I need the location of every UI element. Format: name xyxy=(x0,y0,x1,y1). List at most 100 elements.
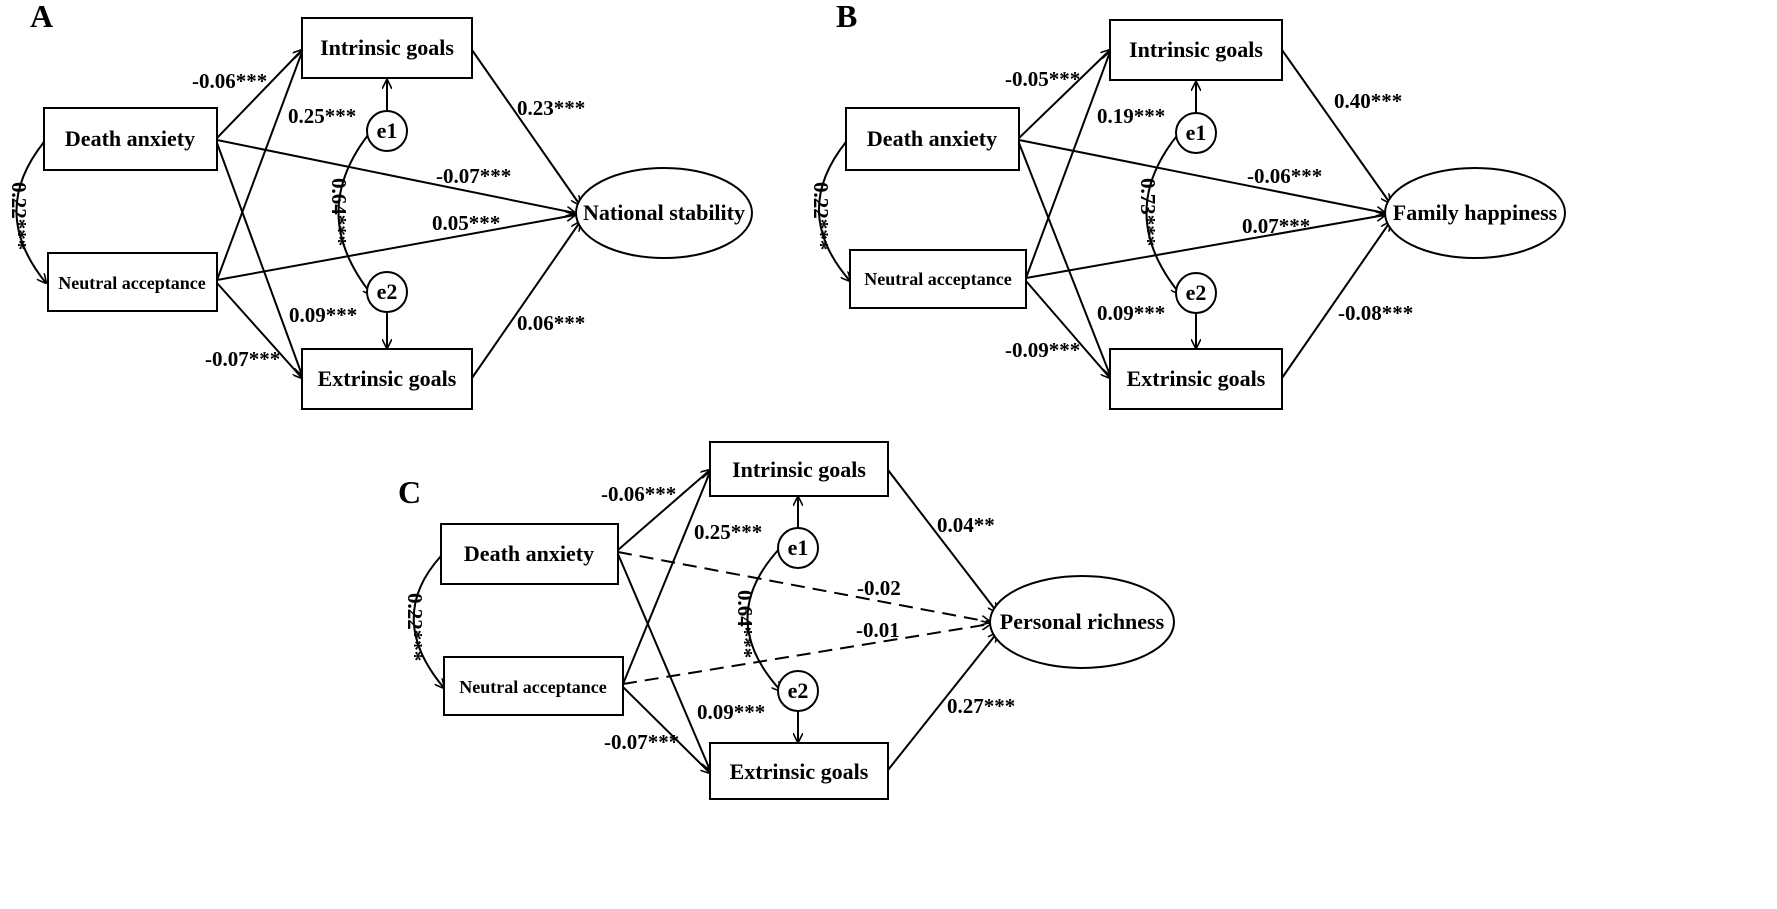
coef-ig-out-a: 0.23*** xyxy=(517,96,585,120)
coef-na-ig-c: 0.25*** xyxy=(694,520,762,544)
coef-eg-out-a: 0.06*** xyxy=(517,311,585,335)
node-extrinsic-goals-c xyxy=(709,742,889,800)
node-outcome-b xyxy=(1384,167,1566,259)
path-na-out-b xyxy=(1025,215,1385,279)
residual-e1-a xyxy=(366,110,408,152)
residual-label-e1-a: e1 xyxy=(377,118,398,143)
residual-label-e2-b: e2 xyxy=(1186,280,1207,305)
coef-da-ig-b: -0.05*** xyxy=(1005,67,1080,91)
path-na-eg-c xyxy=(622,686,710,773)
covariance-e1-e2-c xyxy=(746,547,782,691)
coef-na-ig-b: 0.19*** xyxy=(1097,104,1165,128)
node-death-anxiety-b xyxy=(845,107,1020,171)
node-neutral-acceptance-c xyxy=(443,656,624,716)
residual-label-e2-a: e2 xyxy=(377,279,398,304)
node-intrinsic-goals-b xyxy=(1109,19,1283,81)
path-da-ig-c xyxy=(617,470,710,551)
covariance-da-na-c xyxy=(412,556,444,688)
node-label-death-anxiety-c: Death anxiety xyxy=(464,541,594,566)
path-eg-out-a xyxy=(471,222,580,379)
node-label-outcome-c: Personal richness xyxy=(1000,609,1165,634)
node-label-extrinsic-goals-a: Extrinsic goals xyxy=(318,366,457,391)
coef-na-eg-a: -0.07*** xyxy=(205,347,280,371)
coef-da-out-c: -0.02 xyxy=(857,576,901,600)
coef-eg-out-c: 0.27*** xyxy=(947,694,1015,718)
residual-label-e1-c: e1 xyxy=(788,535,809,560)
coef-da-eg-a: 0.09*** xyxy=(289,303,357,327)
residual-e2-a xyxy=(366,271,408,313)
covariance-e1-e2-a xyxy=(337,130,373,295)
node-neutral-acceptance-b xyxy=(849,249,1027,309)
node-label-neutral-acceptance-c: Neutral acceptance xyxy=(459,677,606,697)
node-label-death-anxiety-a: Death anxiety xyxy=(65,126,195,151)
residual-e1-c xyxy=(777,527,819,569)
path-na-eg-a xyxy=(216,282,302,378)
node-death-anxiety-c xyxy=(440,523,619,585)
covariance-da-na-b xyxy=(818,142,850,281)
node-death-anxiety-a xyxy=(43,107,218,171)
coef-e1-e2-b: 0.73*** xyxy=(1136,178,1160,246)
node-label-intrinsic-goals-b: Intrinsic goals xyxy=(1129,37,1263,62)
node-outcome-c xyxy=(989,575,1175,669)
coef-ig-out-b: 0.40*** xyxy=(1334,89,1402,113)
node-label-outcome-b: Family happiness xyxy=(1393,200,1558,225)
node-neutral-acceptance-a xyxy=(47,252,218,312)
path-na-eg-b xyxy=(1025,280,1110,378)
panel-a: A Death anxiety Neutral acceptance Intri… xyxy=(7,0,753,410)
path-eg-out-c xyxy=(887,633,997,771)
path-na-ig-c xyxy=(622,472,710,685)
coef-na-out-b: 0.07*** xyxy=(1242,214,1310,238)
coef-da-ig-c: -0.06*** xyxy=(601,482,676,506)
panel-letter-a: A xyxy=(30,0,53,34)
node-intrinsic-goals-a xyxy=(301,17,473,79)
path-na-out-c xyxy=(622,624,990,685)
coef-da-eg-b: 0.09*** xyxy=(1097,301,1165,325)
coef-na-ig-a: 0.25*** xyxy=(288,104,356,128)
panel-b: B Death anxiety Neutral acceptance Intri… xyxy=(809,0,1566,410)
node-intrinsic-goals-c xyxy=(709,441,889,497)
coef-e1-e2-a: 0.64*** xyxy=(327,178,351,246)
path-da-ig-a xyxy=(216,50,302,139)
residual-label-e2-c: e2 xyxy=(788,678,809,703)
residual-label-e1-b: e1 xyxy=(1186,120,1207,145)
path-da-eg-a xyxy=(216,142,302,375)
coef-na-eg-c: -0.07*** xyxy=(604,730,679,754)
panel-letter-b: B xyxy=(836,0,857,34)
node-label-neutral-acceptance-a: Neutral acceptance xyxy=(58,273,205,293)
residual-e1-b xyxy=(1175,112,1217,154)
path-da-eg-b xyxy=(1018,142,1110,375)
path-da-out-b xyxy=(1018,139,1385,213)
residual-e2-c xyxy=(777,670,819,712)
coef-da-out-a: -0.07*** xyxy=(436,164,511,188)
node-label-intrinsic-goals-c: Intrinsic goals xyxy=(732,457,866,482)
path-ig-out-b xyxy=(1281,49,1390,203)
path-eg-out-b xyxy=(1281,222,1390,379)
path-na-ig-b xyxy=(1025,52,1110,279)
residual-e2-b xyxy=(1175,272,1217,314)
path-na-ig-a xyxy=(216,52,302,281)
coef-na-eg-b: -0.09*** xyxy=(1005,338,1080,362)
panel-letter-c: C xyxy=(398,474,421,510)
node-label-death-anxiety-b: Death anxiety xyxy=(867,126,997,151)
node-label-extrinsic-goals-b: Extrinsic goals xyxy=(1127,366,1266,391)
path-da-out-c xyxy=(617,551,990,622)
coef-na-out-a: 0.05*** xyxy=(432,211,500,235)
covariance-da-na-a xyxy=(15,142,46,283)
node-label-extrinsic-goals-c: Extrinsic goals xyxy=(730,759,869,784)
coef-na-out-c: -0.01 xyxy=(856,618,900,642)
panel-c: C Death anxiety Neutral acceptance Intri… xyxy=(398,441,1175,800)
node-label-neutral-acceptance-b: Neutral acceptance xyxy=(864,269,1011,289)
coef-e1-e2-c: 0.64*** xyxy=(733,590,757,658)
coef-eg-out-b: -0.08*** xyxy=(1338,301,1413,325)
node-label-intrinsic-goals-a: Intrinsic goals xyxy=(320,35,454,60)
covariance-e1-e2-b xyxy=(1145,132,1181,294)
coef-da-na-c: 0.22*** xyxy=(403,593,427,661)
path-ig-out-c xyxy=(887,469,997,612)
coef-da-eg-c: 0.09*** xyxy=(697,700,765,724)
node-extrinsic-goals-b xyxy=(1109,348,1283,410)
path-da-out-a xyxy=(216,139,575,213)
node-extrinsic-goals-a xyxy=(301,348,473,410)
path-da-ig-b xyxy=(1018,50,1110,139)
coef-da-na-b: 0.22*** xyxy=(809,182,833,250)
